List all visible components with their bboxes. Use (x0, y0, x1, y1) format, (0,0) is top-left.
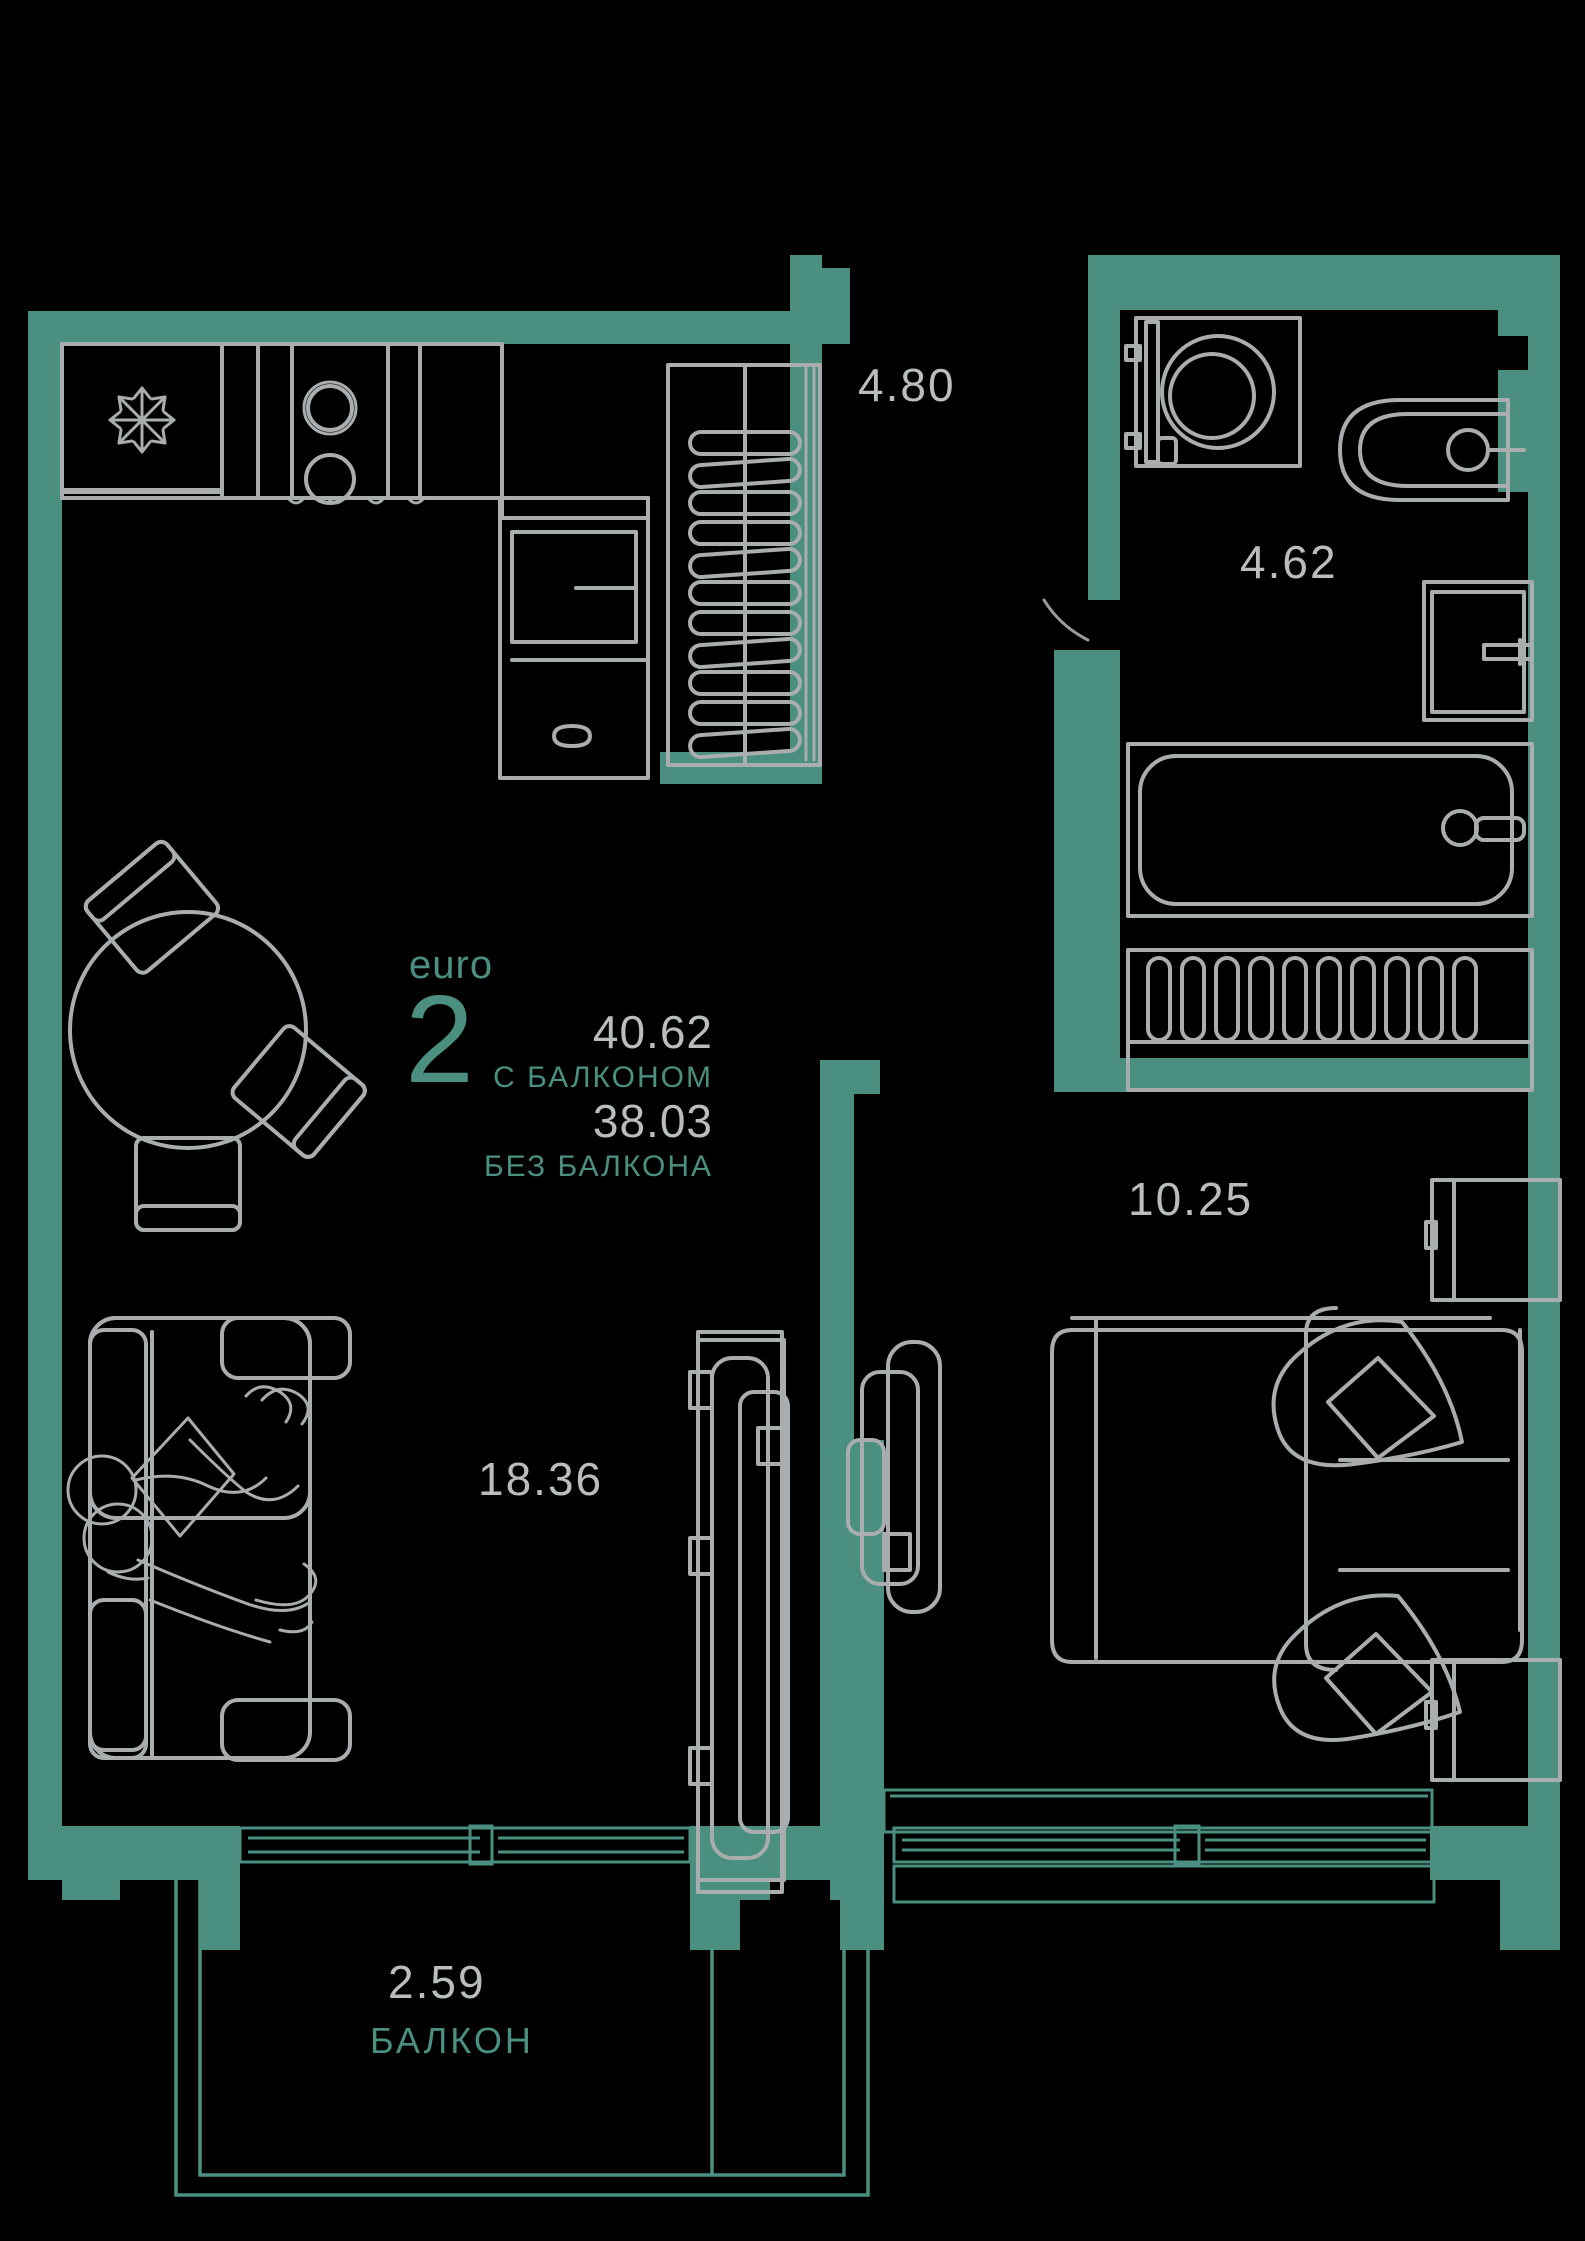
area-label-living: 18.36 (478, 1453, 604, 1505)
area-label-bathroom: 4.62 (1240, 536, 1338, 588)
door-swings (1042, 598, 1090, 642)
nightstand-icon (1424, 1658, 1562, 1782)
washing-machine-icon (1124, 316, 1302, 468)
dining-chair-icon (83, 839, 221, 975)
balcony-name-label: БАЛКОН (370, 2020, 534, 2061)
tv-unit-icon (688, 1330, 790, 1894)
badge-label-with-balcony: С БАЛКОНОМ (493, 1060, 713, 1094)
sink-icon (552, 724, 592, 748)
badge-area-without-balcony: 38.03 (592, 1095, 713, 1148)
kitchen-furniture (60, 342, 650, 780)
dining-set (68, 839, 367, 1232)
burner-icon (304, 453, 356, 505)
cooktop-burners (302, 380, 358, 436)
wardrobe-icon (666, 363, 822, 767)
balcony-outline (174, 1880, 870, 2197)
bathtub-icon (1126, 742, 1534, 918)
toilet-icon (1338, 398, 1526, 502)
nightstand-icon (1424, 1178, 1562, 1302)
dining-chair-icon (134, 1136, 242, 1232)
area-label-bedroom: 10.25 (1128, 1173, 1254, 1225)
sofa-icon (88, 1316, 352, 1762)
area-label-balcony: 2.59 (388, 1956, 486, 2008)
windows-and-doors (174, 1788, 1436, 2197)
refrigerator-icon (108, 386, 176, 454)
dining-chair-icon (230, 1024, 367, 1159)
wardrobe-icon (1126, 948, 1534, 1092)
person-icon (66, 1385, 318, 1644)
badge-kicker: euro (409, 943, 494, 987)
dining-table-icon (68, 910, 308, 1150)
area-label-kitchen: 4.80 (858, 359, 956, 411)
window-icon (882, 1788, 1436, 1904)
walls (28, 255, 1560, 1950)
badge-room-count: 2 (405, 971, 474, 1109)
armchair-icon (846, 1340, 942, 1614)
badge-label-without-balcony: БЕЗ БАЛКОНА (483, 1149, 713, 1183)
apartment-summary-badge: euro 2 40.62 С БАЛКОНОМ 38.03 БЕЗ БАЛКОН… (405, 945, 785, 1185)
badge-area-with-balcony: 40.62 (592, 1006, 713, 1058)
balcony-door-icon (238, 1824, 692, 1866)
washbasin-icon (1422, 580, 1534, 722)
